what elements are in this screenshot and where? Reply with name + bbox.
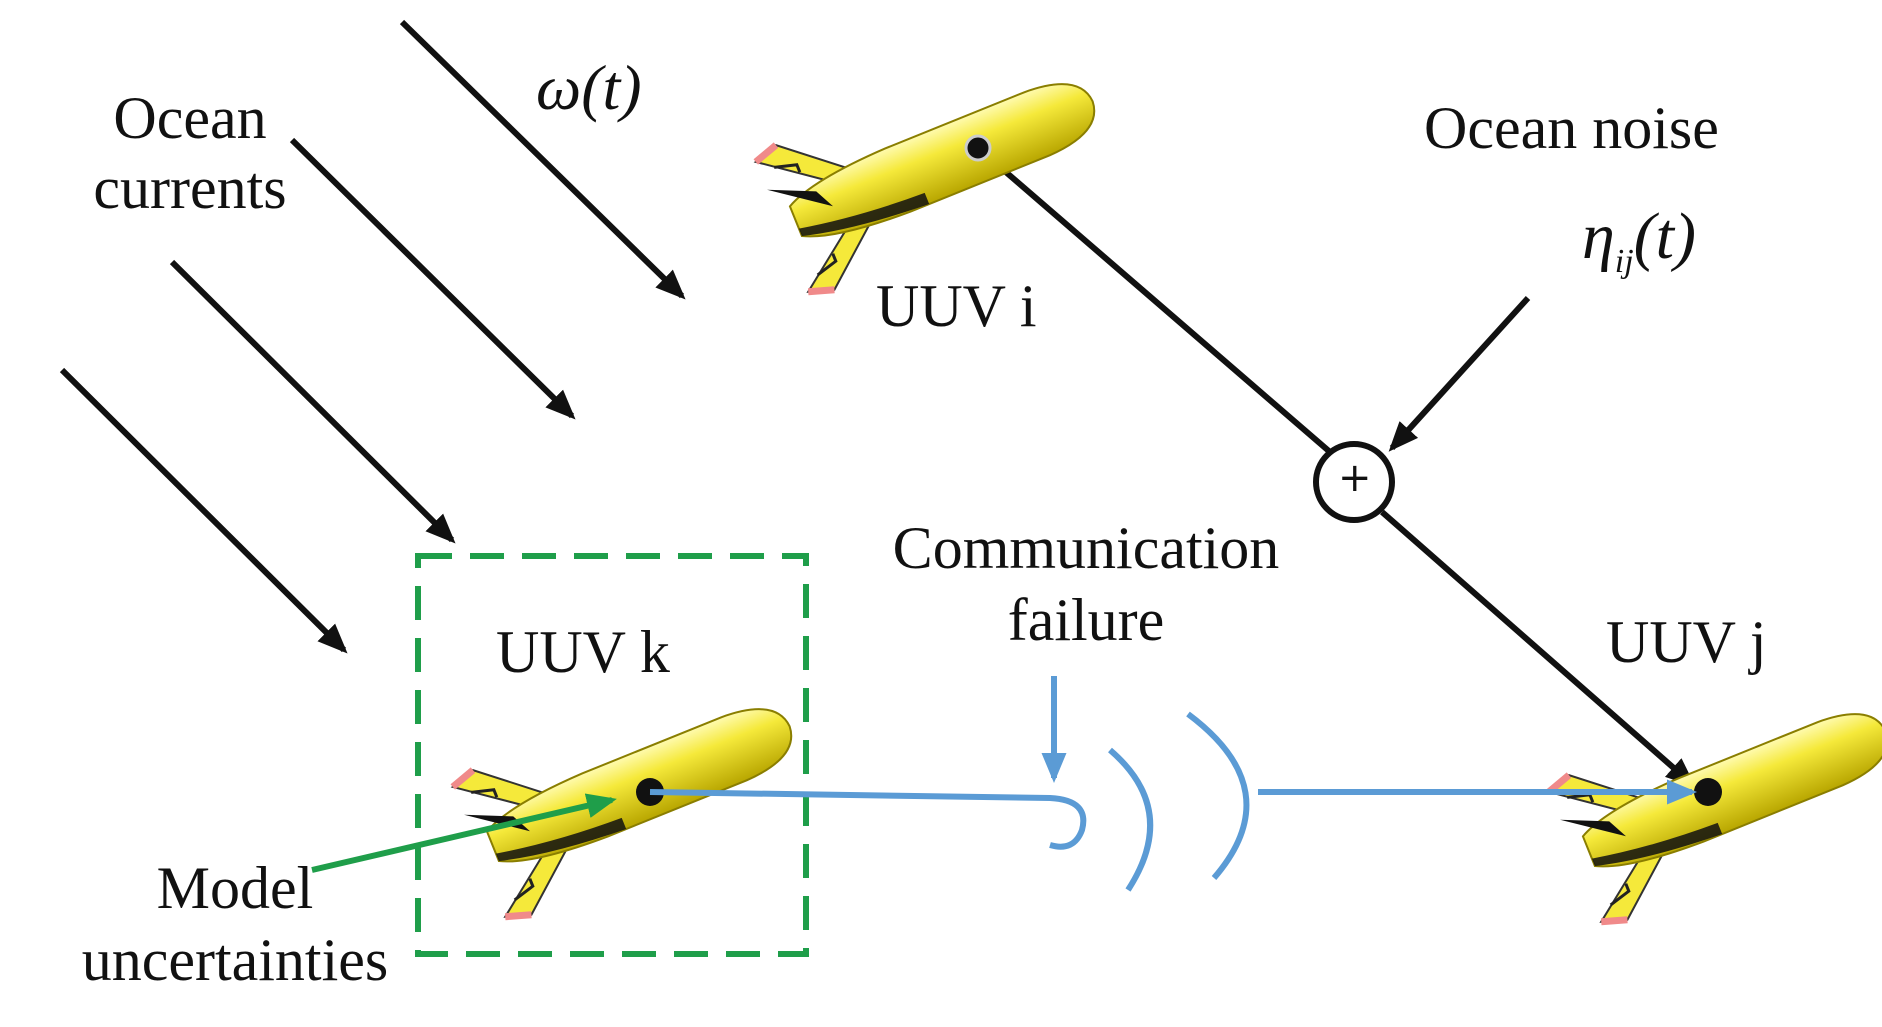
comm-wave-2 — [1186, 711, 1250, 880]
model-uncertainties-line1: Model — [156, 855, 314, 921]
model-uncertainty-box — [415, 553, 809, 957]
uuv-j-node — [1694, 778, 1722, 806]
uuv-k-label: UUV k — [496, 619, 670, 685]
eta-subscript: ij — [1614, 243, 1634, 280]
uuv-k-vehicle — [450, 654, 819, 924]
ocean-currents-line1: Ocean — [113, 85, 267, 151]
eta-argument: (t) — [1633, 200, 1696, 273]
ocean-currents-label: Ocean currents — [40, 88, 340, 218]
summing-junction-label: + — [1338, 455, 1372, 501]
ocean-noise-label: Ocean noise — [1424, 95, 1719, 161]
summing-junction — [1313, 441, 1395, 523]
current-arrow-1 — [399, 19, 686, 300]
model-uncertainty-arrow — [311, 793, 617, 873]
current-arrow-2 — [289, 137, 576, 420]
current-arrow-3 — [169, 259, 456, 544]
link-i-to-sum — [976, 145, 1332, 455]
noise-arrow — [1388, 295, 1531, 452]
current-arrow-4 — [59, 367, 348, 654]
comm-link — [649, 789, 1087, 850]
uuv-j-label: UUV j — [1606, 609, 1767, 675]
link-sum-to-j — [1380, 509, 1696, 788]
eta-label: ηij(t) — [1582, 204, 1696, 279]
uuv-i-label: UUV i — [876, 273, 1037, 339]
uuv-i-node — [964, 134, 992, 162]
eta-symbol: η — [1582, 200, 1615, 273]
uuv-i-vehicle — [753, 29, 1122, 299]
comm-wave-1 — [1108, 747, 1154, 892]
ocean-currents-line2: currents — [93, 155, 287, 221]
communication-failure-label: Communication failure — [816, 518, 1356, 650]
communication-failure-line1: Communication — [892, 515, 1280, 581]
communication-failure-line2: failure — [1007, 587, 1165, 653]
model-uncertainties-line2: uncertainties — [81, 927, 389, 993]
omega-label: ω(t) — [536, 52, 642, 123]
model-uncertainties-label: Model uncertainties — [10, 858, 460, 990]
